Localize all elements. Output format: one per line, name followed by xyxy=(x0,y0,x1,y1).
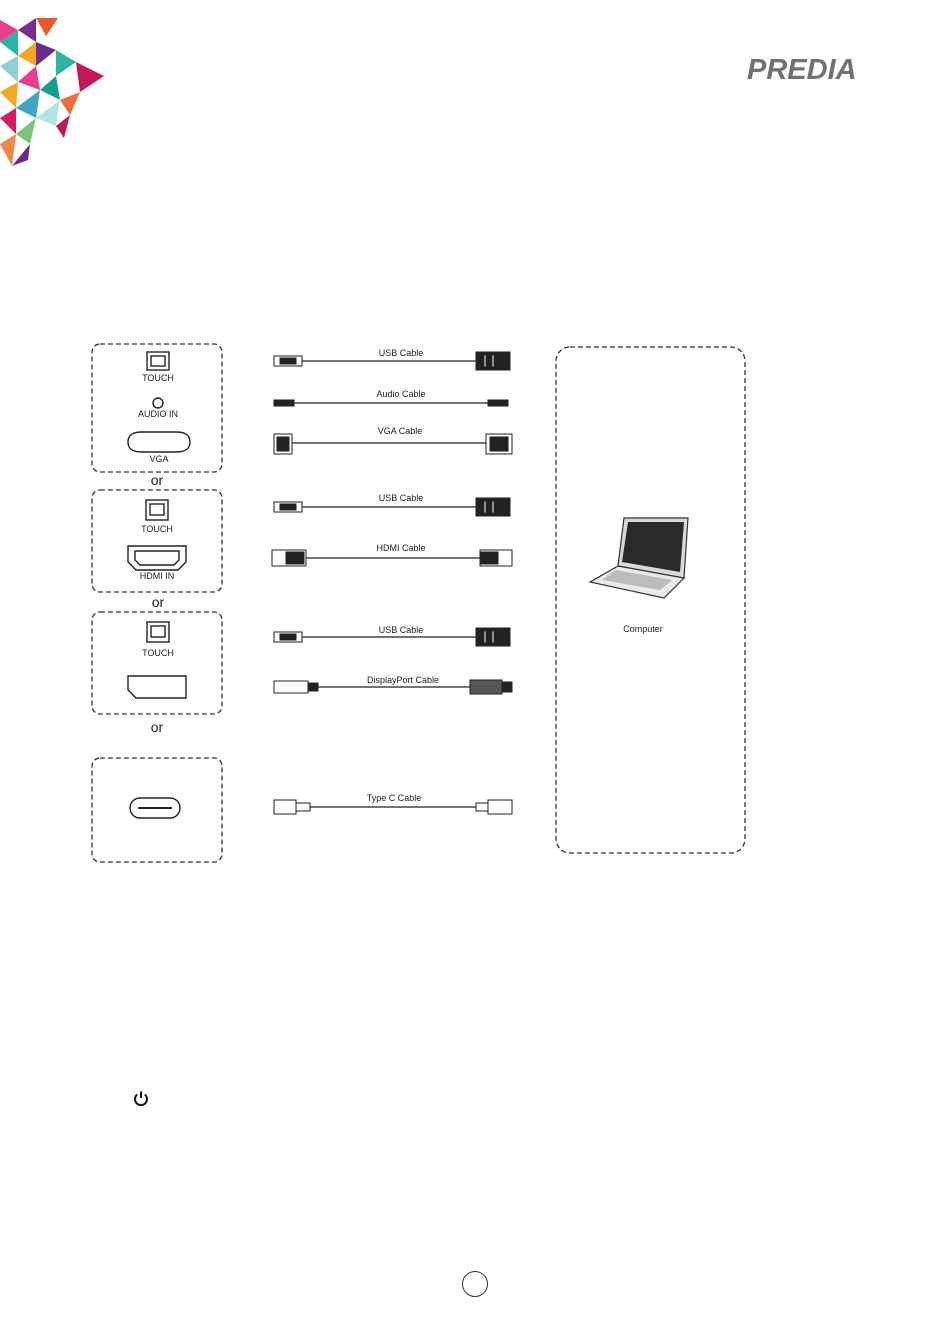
vga-port-label: VGA xyxy=(149,454,168,464)
computer-label: Computer xyxy=(623,624,663,634)
touch-port-label-3: TOUCH xyxy=(142,648,174,658)
hdmi-connector-right xyxy=(480,550,512,566)
touch-port-label-2: TOUCH xyxy=(141,524,173,534)
power-icon xyxy=(132,1089,150,1107)
vga-port-icon xyxy=(128,432,190,452)
touch-port-label-1: TOUCH xyxy=(142,373,174,383)
page-number-circle xyxy=(462,1271,488,1297)
usb-cable-label-1: USB Cable xyxy=(379,348,424,358)
vga-connector-right xyxy=(486,434,512,454)
type-c-connector-left xyxy=(274,800,310,814)
displayport-connector-right xyxy=(470,680,512,694)
hdmi-cable-label: HDMI Cable xyxy=(376,543,425,553)
touch-port-icon-3 xyxy=(147,622,169,642)
type-c-connector-right xyxy=(476,800,512,814)
usb-a-connector-3 xyxy=(476,628,510,646)
usb-cable-label-3: USB Cable xyxy=(379,625,424,635)
type-c-cable-label: Type C Cable xyxy=(367,793,422,803)
usb-a-connector-1 xyxy=(476,352,510,370)
hdmi-port-icon xyxy=(128,546,186,570)
or-separator-2: or xyxy=(152,594,165,610)
displayport-cable-label: DisplayPort Cable xyxy=(367,675,439,685)
usb-b-connector-3 xyxy=(274,632,302,642)
usb-b-connector-1 xyxy=(274,356,302,366)
laptop-icon xyxy=(590,518,688,598)
vga-cable-label: VGA Cable xyxy=(378,426,423,436)
touch-port-icon-2 xyxy=(146,500,168,520)
vga-connector-left xyxy=(274,434,292,454)
audio-jack-left xyxy=(274,400,294,406)
usb-a-connector-2 xyxy=(476,498,510,516)
hdmi-in-port-label: HDMI IN xyxy=(140,571,175,581)
or-separator-3: or xyxy=(151,719,164,735)
or-separator-1: or xyxy=(151,472,164,488)
audio-cable-label: Audio Cable xyxy=(376,389,425,399)
hdmi-connector-left xyxy=(272,550,306,566)
audio-jack-right xyxy=(488,400,508,406)
audio-in-port-label: AUDIO IN xyxy=(138,409,178,419)
usb-cable-label-2: USB Cable xyxy=(379,493,424,503)
usb-b-connector-2 xyxy=(274,502,302,512)
computer-box xyxy=(556,347,745,853)
audio-in-port-icon xyxy=(153,398,163,408)
displayport-port-icon xyxy=(128,676,186,698)
displayport-connector-left xyxy=(274,681,318,693)
port-group-4-box xyxy=(92,758,222,862)
touch-port-icon xyxy=(147,352,169,370)
